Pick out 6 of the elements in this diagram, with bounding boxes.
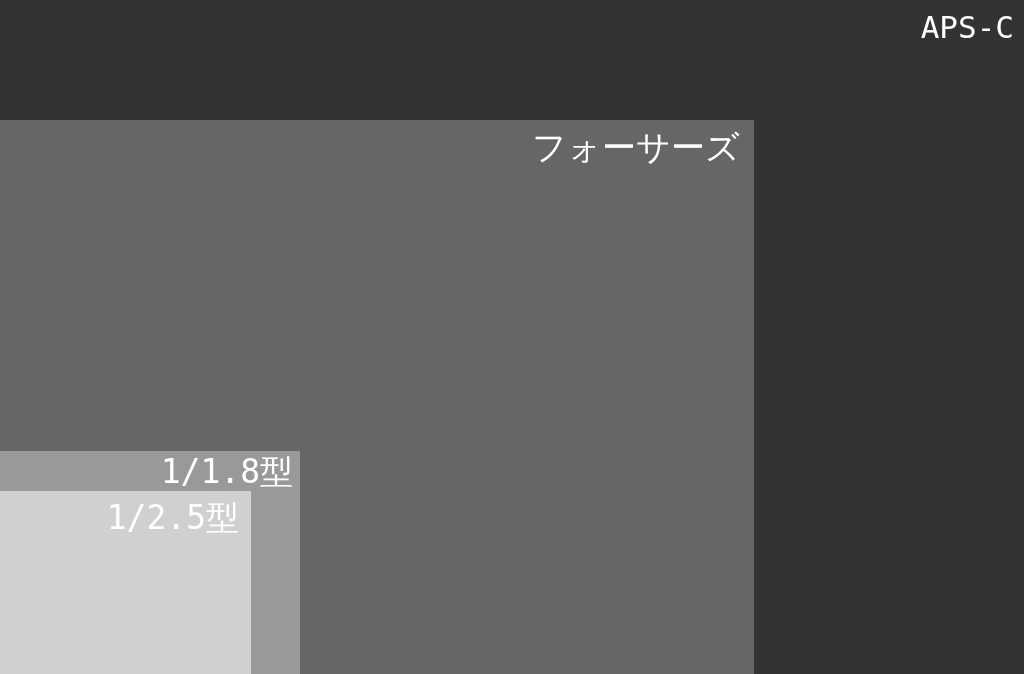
size-label: フォーサーズ: [532, 130, 740, 164]
sensor-area: [0, 491, 251, 674]
size-label: 1/1.8型: [160, 455, 293, 488]
sensor-area: [0, 120, 754, 674]
size-label: APS-C: [920, 12, 1014, 43]
sensor-area: [0, 451, 300, 674]
